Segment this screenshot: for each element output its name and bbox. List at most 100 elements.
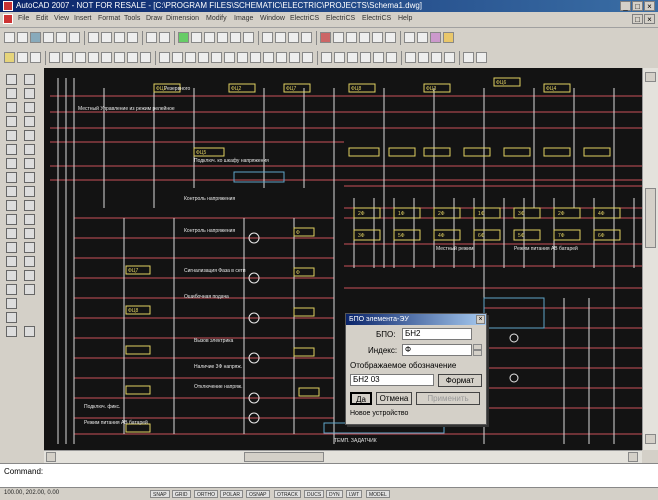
settings-icon[interactable] <box>405 52 416 63</box>
block-icon[interactable] <box>404 32 415 43</box>
app-icon[interactable] <box>3 1 13 11</box>
cabinet-icon[interactable] <box>30 52 41 63</box>
preview-icon[interactable] <box>56 32 67 43</box>
scroll-left-icon[interactable] <box>46 452 56 462</box>
cable-icon[interactable] <box>159 52 170 63</box>
gradient-icon[interactable] <box>6 284 17 295</box>
scroll-down-icon[interactable] <box>645 434 656 444</box>
scroll-right-icon[interactable] <box>628 452 638 462</box>
sheet-set-icon[interactable] <box>275 32 286 43</box>
query-icon[interactable] <box>140 52 151 63</box>
line-icon[interactable] <box>6 74 17 85</box>
make-block-icon[interactable] <box>6 242 17 253</box>
ground-icon[interactable] <box>198 52 209 63</box>
join-icon[interactable] <box>24 242 35 253</box>
undo-icon[interactable] <box>146 32 157 43</box>
calculator-icon[interactable] <box>301 32 312 43</box>
polygon-icon[interactable] <box>6 116 17 127</box>
bpo-input[interactable]: БН2 <box>402 328 472 340</box>
table-icon[interactable] <box>360 52 371 63</box>
vertical-scroll-thumb[interactable] <box>645 188 656 248</box>
ellipse-arc-icon[interactable] <box>6 214 17 225</box>
menu-electrics-2[interactable]: ElectriCS <box>326 15 356 22</box>
print-report-icon[interactable] <box>463 52 474 63</box>
menu-dimension[interactable]: Dimension <box>166 15 200 22</box>
lamp-icon[interactable] <box>127 52 138 63</box>
new-icon[interactable] <box>4 32 15 43</box>
model-toggle[interactable]: MODEL <box>366 490 390 498</box>
zoom-all-icon[interactable] <box>385 32 396 43</box>
ducs-toggle[interactable]: DUCS <box>304 490 325 498</box>
save-icon[interactable] <box>30 32 41 43</box>
paste-icon[interactable] <box>114 32 125 43</box>
sensor-icon[interactable] <box>276 52 287 63</box>
tool-palette-icon[interactable] <box>262 32 273 43</box>
open-icon[interactable] <box>17 32 28 43</box>
close-button[interactable]: × <box>644 1 655 11</box>
menu-draw[interactable]: Draw <box>146 15 163 22</box>
coil-icon[interactable] <box>101 52 112 63</box>
electrics-icon[interactable] <box>443 32 454 43</box>
pan-icon[interactable] <box>178 32 189 43</box>
library-icon[interactable] <box>418 52 429 63</box>
zoom-window-icon[interactable] <box>204 32 215 43</box>
zoom-realtime-icon[interactable] <box>191 32 202 43</box>
doc-restore-button[interactable]: □ <box>632 14 643 24</box>
chamfer-icon[interactable] <box>24 256 35 267</box>
zoom-extents-icon[interactable] <box>372 32 383 43</box>
scroll-up-icon[interactable] <box>645 72 656 82</box>
layer-state-icon[interactable] <box>333 32 344 43</box>
wire-icon[interactable] <box>49 52 60 63</box>
meter-icon[interactable] <box>263 52 274 63</box>
copy-object-icon[interactable] <box>24 88 35 99</box>
mtext-icon[interactable] <box>6 326 17 337</box>
trim-icon[interactable] <box>24 200 35 211</box>
ellipse-icon[interactable] <box>6 200 17 211</box>
match-properties-icon[interactable] <box>127 32 138 43</box>
drawing-canvas[interactable]: Резервного Местный Управление из режим р… <box>44 68 642 450</box>
apply-button[interactable]: Применить <box>416 392 480 405</box>
zoom-in-icon[interactable] <box>346 32 357 43</box>
erase-icon[interactable] <box>24 74 35 85</box>
menu-electrics-3[interactable]: ElectriCS <box>362 15 392 22</box>
table-draw-icon[interactable] <box>6 312 17 323</box>
rotate-icon[interactable] <box>24 158 35 169</box>
layer-icon[interactable] <box>320 32 331 43</box>
info-icon[interactable] <box>476 52 487 63</box>
publish-icon[interactable] <box>69 32 80 43</box>
extend-icon[interactable] <box>24 214 35 225</box>
ortho-toggle[interactable]: ORTHO <box>194 490 218 498</box>
check-icon[interactable] <box>386 52 397 63</box>
cross-ref-icon[interactable] <box>321 52 332 63</box>
button-icon[interactable] <box>302 52 313 63</box>
design-center-icon[interactable] <box>243 32 254 43</box>
copy-icon[interactable] <box>101 32 112 43</box>
list-icon[interactable] <box>373 52 384 63</box>
menu-tools[interactable]: Tools <box>124 15 141 22</box>
redo-icon[interactable] <box>159 32 170 43</box>
fillet-icon[interactable] <box>24 270 35 281</box>
grid-toggle[interactable]: GRID <box>172 490 191 498</box>
markup-icon[interactable] <box>288 32 299 43</box>
menu-view[interactable]: View <box>54 15 70 22</box>
menu-window[interactable]: Window <box>260 15 285 22</box>
contact-icon[interactable] <box>88 52 99 63</box>
edit-icon[interactable] <box>24 326 35 337</box>
horizontal-scrollbar[interactable] <box>44 450 642 464</box>
stretch-icon[interactable] <box>24 186 35 197</box>
region-icon[interactable] <box>6 298 17 309</box>
motor-icon[interactable] <box>237 52 248 63</box>
snap-toggle[interactable]: SNAP <box>150 490 170 498</box>
maximize-button[interactable]: □ <box>632 1 643 11</box>
transformer-icon[interactable] <box>250 52 261 63</box>
circle-icon[interactable] <box>6 158 17 169</box>
spec-icon[interactable] <box>347 52 358 63</box>
zoom-out-icon[interactable] <box>359 32 370 43</box>
switch-icon[interactable] <box>289 52 300 63</box>
xref-icon[interactable] <box>417 32 428 43</box>
ok-button[interactable]: Да <box>350 392 372 405</box>
bus-icon[interactable] <box>185 52 196 63</box>
export-icon[interactable] <box>444 52 455 63</box>
scale-icon[interactable] <box>24 172 35 183</box>
menu-format[interactable]: Format <box>98 15 121 22</box>
